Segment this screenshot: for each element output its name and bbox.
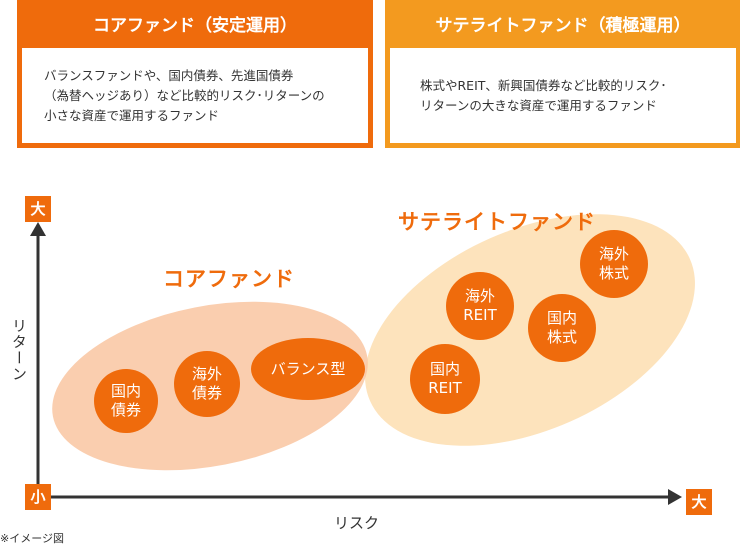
y-axis-label: リターン [10,318,28,382]
fund-label-line: REIT [428,379,462,397]
fund-label-line: 国内 [546,309,577,327]
satellite-description-line: リターンの大きな資産で運用するファンド [420,98,657,113]
fund-circle-foreign-reit: 海外 REIT [446,272,514,340]
x-axis-large-badge: 大 [686,489,712,515]
fund-circle-domestic-reit: 国内 REIT [410,344,480,414]
x-axis-label: リスク [334,514,380,532]
core-description-line: バランスファンドや、国内債券、先進国債券 [44,68,294,83]
fund-label-line: 国内 [110,382,141,400]
fund-label-line: 海外 [464,287,495,305]
satellite-fund-box-description: 株式やREIT、新興国債券など比較的リスク･ リターンの大きな資産で運用するファ… [390,48,736,143]
satellite-fund-group-title: サテライトファンド [398,210,596,234]
x-axis-arrow-icon [668,489,682,505]
fund-circle-foreign-stocks: 海外 株式 [580,230,648,298]
core-fund-box-description: バランスファンドや、国内債券、先進国債券 （為替ヘッジあり）など比較的リスク･リ… [22,48,368,143]
fund-circle-domestic-bonds: 国内 債券 [94,369,158,433]
fund-label-line: 債券 [191,384,222,402]
fund-label-line: 株式 [546,328,577,346]
fund-label-line: 国内 [429,360,460,378]
core-fund-group-title: コアファンド [163,267,295,291]
core-description-line: （為替ヘッジあり）など比較的リスク･リターンの [44,88,325,103]
fund-label-line: バランス型 [270,359,346,378]
satellite-fund-box-title: サテライトファンド（積極運用） [435,16,691,36]
fund-circle-domestic-stocks: 国内 株式 [528,294,596,362]
fund-circle-foreign-bonds: 海外 債券 [174,351,240,417]
fund-label-line: 株式 [598,264,629,282]
image-note: ※イメージ図 [0,532,64,545]
y-axis-large-badge: 大 [25,196,51,222]
satellite-fund-box: サテライトファンド（積極運用） 株式やREIT、新興国債券など比較的リスク･ リ… [385,0,740,148]
core-description-line: 小さな資産で運用するファンド [44,108,220,123]
fund-label-line: 海外 [598,245,629,263]
satellite-description-line: 株式やREIT、新興国債券など比較的リスク･ [420,78,667,93]
fund-label-line: 債券 [110,401,141,419]
fund-circle-balanced: バランス型 [251,338,365,400]
core-fund-box: コアファンド（安定運用） バランスファンドや、国内債券、先進国債券 （為替ヘッジ… [17,0,373,148]
origin-small-badge: 小 [25,484,51,510]
y-axis-arrow-icon [30,222,46,236]
fund-label-line: REIT [463,306,497,324]
core-fund-box-title: コアファンド（安定運用） [93,16,297,36]
fund-label-line: 海外 [191,365,222,383]
